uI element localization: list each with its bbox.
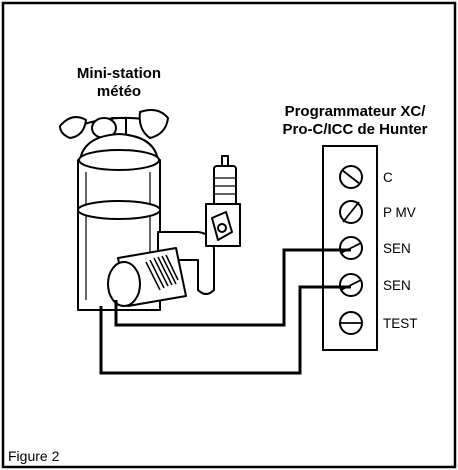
terminal-test: TEST xyxy=(339,311,418,335)
svg-text:C: C xyxy=(383,170,393,185)
weather-station-icon xyxy=(59,109,215,311)
weather-station-label-line2: météo xyxy=(97,83,141,100)
controller-label-line2: Pro-C/ICC de Hunter xyxy=(282,121,427,138)
rain-sensor-icon xyxy=(205,155,241,247)
controller-label-line1: Programmateur XC/ xyxy=(285,103,427,120)
terminal-p-mv: P MV xyxy=(339,200,416,224)
terminal-sen-2: SEN xyxy=(339,273,411,297)
terminal-c: C xyxy=(339,165,393,189)
weather-station-label-line1: Mini-station xyxy=(77,65,161,82)
wire-sen-2 xyxy=(99,285,351,375)
wire-sen-1 xyxy=(114,248,351,327)
svg-text:TEST: TEST xyxy=(383,316,418,331)
svg-text:P MV: P MV xyxy=(383,205,416,220)
svg-text:SEN: SEN xyxy=(383,278,411,293)
figure-caption: Figure 2 xyxy=(8,448,60,464)
svg-text:SEN: SEN xyxy=(383,241,411,256)
